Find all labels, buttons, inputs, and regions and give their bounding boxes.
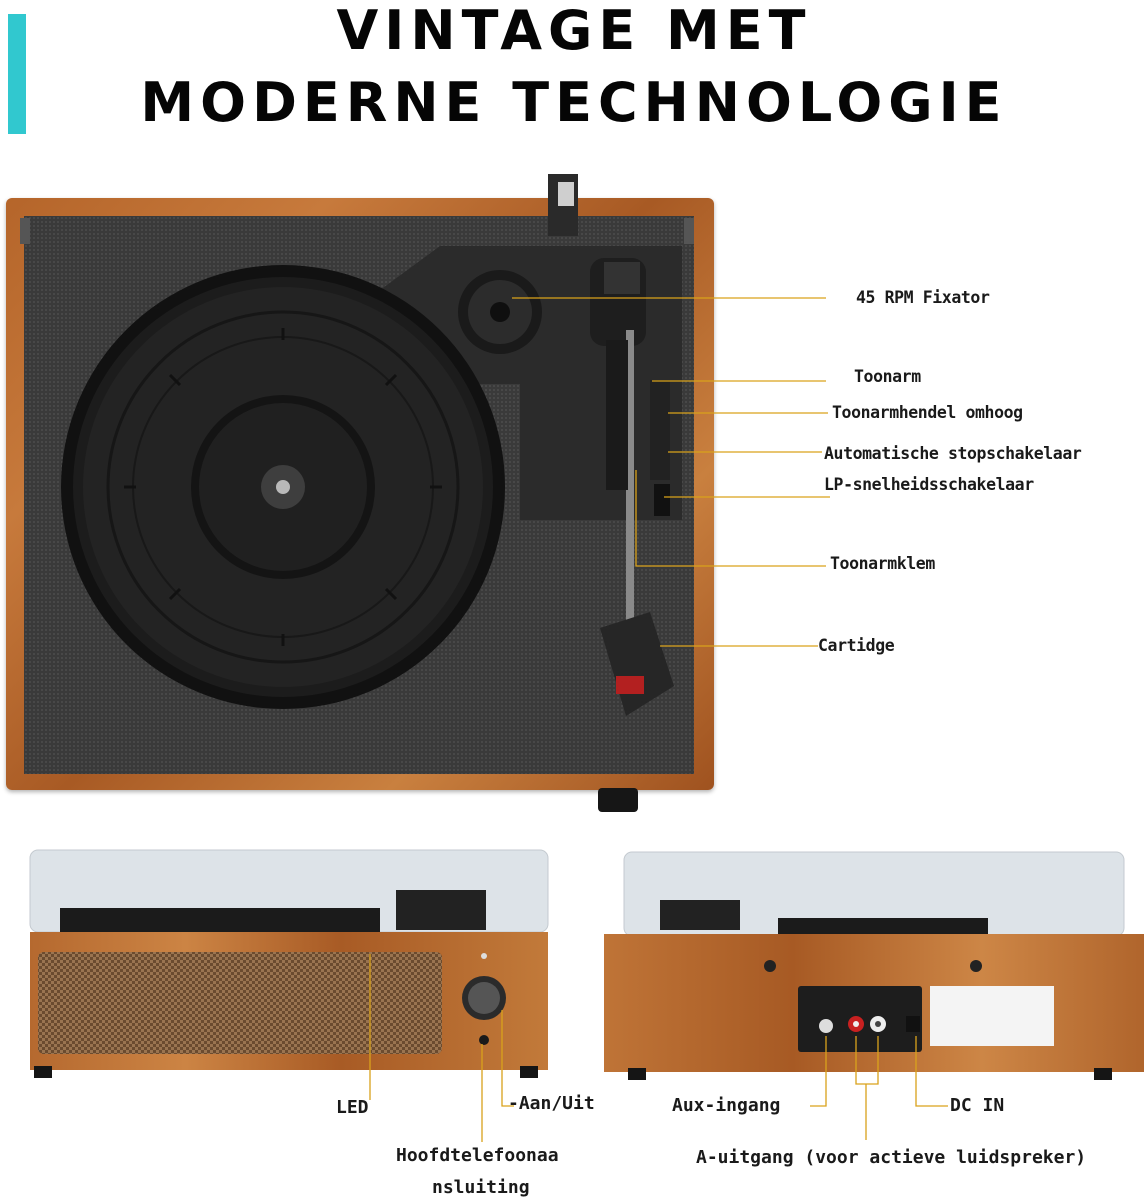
title-line-2: MODERNE TECHNOLOGIE	[140, 71, 1008, 134]
accent-bar	[8, 14, 26, 134]
callout-aux-in: Aux-ingang	[672, 1095, 781, 1116]
callout-headphone-line-1: Hoofdtelefoonaa	[396, 1145, 559, 1166]
title-line-1: VINTAGE MET	[336, 0, 812, 62]
callout-speed-switch: LP-snelheidsschakelaar	[824, 475, 1034, 494]
volume-knob	[598, 788, 638, 812]
callout-tonearm-clamp: Toonarmklem	[830, 554, 935, 573]
callout-dc-in: DC IN	[950, 1095, 1005, 1116]
callout-cartridge: Cartidge	[818, 636, 895, 655]
callout-audio-out: A-uitgang (voor actieve luidspreker)	[696, 1147, 1087, 1168]
callout-45rpm-adapter: 45 RPM Fixator	[856, 288, 990, 307]
callout-tonearm: Toonarm	[854, 367, 921, 386]
callout-led: LED	[336, 1097, 369, 1118]
callout-tonearm-lift: Toonarmhendel omhoog	[832, 403, 1023, 422]
callout-power: -Aan/Uit	[508, 1093, 595, 1114]
callout-headphone-line-2: nsluiting	[432, 1177, 530, 1198]
callout-auto-stop: Automatische stopschakelaar	[824, 444, 1082, 463]
